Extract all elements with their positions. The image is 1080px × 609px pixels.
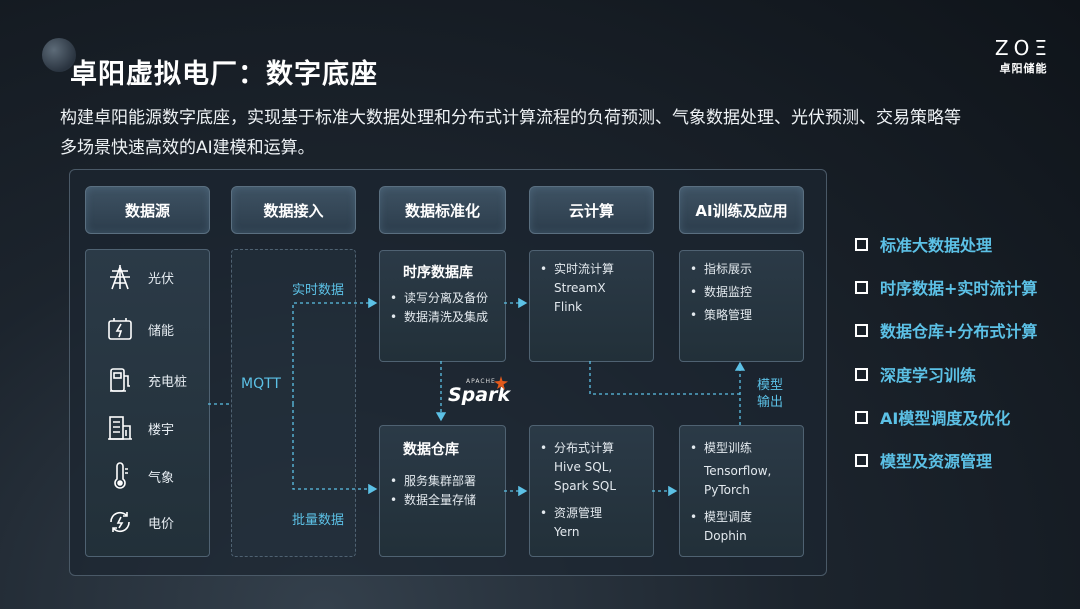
list-subitem: Flink bbox=[554, 300, 583, 314]
list-item: •数据监控 bbox=[690, 285, 753, 299]
source-item-charging: 充电桩 bbox=[106, 366, 187, 394]
list-item: •实时流计算 bbox=[540, 262, 615, 276]
spark-star-icon bbox=[494, 376, 508, 390]
source-label: 气象 bbox=[148, 470, 175, 486]
list-item: •服务集群部署 bbox=[390, 474, 477, 488]
list-item: •数据全量存储 bbox=[390, 493, 477, 507]
realtime-data-label: 实时数据 bbox=[292, 283, 345, 298]
building-icon bbox=[108, 416, 132, 440]
list-item: •分布式计算 bbox=[540, 441, 615, 455]
source-item-weather: 气象 bbox=[106, 462, 174, 490]
brand-name: 卓阳储能 bbox=[999, 62, 1048, 75]
header-standardization: 数据标准化 bbox=[379, 186, 506, 234]
list-item: •策略管理 bbox=[690, 308, 753, 322]
source-label: 电价 bbox=[148, 516, 175, 532]
realtime-line bbox=[292, 297, 378, 404]
source-item-building: 楼宇 bbox=[106, 414, 174, 442]
list-subitem: Tensorflow, bbox=[704, 464, 772, 478]
header-cloud-compute: 云计算 bbox=[529, 186, 654, 234]
source-label: 充电桩 bbox=[148, 374, 188, 390]
checkbox-square-icon bbox=[855, 237, 868, 251]
list-item: •指标展示 bbox=[690, 262, 753, 276]
list-subitem: Yern bbox=[554, 525, 580, 539]
stream-compute-box bbox=[529, 250, 654, 362]
distributed-compute-box bbox=[529, 425, 654, 557]
list-subitem: Hive SQL, bbox=[554, 460, 613, 474]
ai-application-box bbox=[679, 250, 804, 362]
logo-circle bbox=[42, 38, 76, 72]
source-label: 储能 bbox=[148, 323, 175, 339]
list-item: •读写分离及备份 bbox=[390, 291, 489, 305]
batch-data-label: 批量数据 bbox=[292, 513, 345, 528]
ai-training-list: •模型训练 Tensorflow, PyTorch •模型调度 Dophin bbox=[690, 439, 771, 546]
description-line-1: 构建卓阳能源数字底座，实现基于标准大数据处理和分布式计算流程的负荷预测、气象数据… bbox=[60, 108, 961, 128]
description-line-2: 多场景快速高效的AI建模和运算。 bbox=[60, 138, 315, 158]
model-output-label: 模型 输出 bbox=[757, 378, 784, 410]
source-item-solar: 光伏 bbox=[106, 263, 174, 291]
thermometer-icon bbox=[114, 462, 128, 489]
feature-item: 标准大数据处理 bbox=[855, 232, 992, 256]
header-ai-training: AI训练及应用 bbox=[679, 186, 804, 234]
ai-training-box bbox=[679, 425, 804, 557]
header-data-source: 数据源 bbox=[85, 186, 210, 234]
feature-item: 数据仓库+分布式计算 bbox=[855, 318, 1037, 342]
source-item-price: 电价 bbox=[106, 508, 174, 536]
batch-line bbox=[292, 404, 378, 495]
mqtt-label: MQTT bbox=[241, 376, 281, 392]
page-title: 卓阳虚拟电厂：数字底座 bbox=[70, 59, 378, 90]
timeseries-db-box bbox=[379, 250, 506, 362]
data-warehouse-box bbox=[379, 425, 506, 557]
list-subitem: PyTorch bbox=[704, 483, 750, 497]
brand-mark: ZOΞ bbox=[994, 36, 1052, 60]
solar-tower-icon bbox=[110, 265, 130, 290]
feature-item: 时序数据+实时流计算 bbox=[855, 275, 1037, 299]
checkbox-square-icon bbox=[855, 323, 868, 337]
charging-pile-icon bbox=[110, 368, 130, 392]
distributed-compute-list: •分布式计算 Hive SQL, Spark SQL •资源管理 Yern bbox=[540, 439, 616, 542]
stream-to-output-line bbox=[589, 361, 740, 395]
description: 构建卓阳能源数字底座，实现基于标准大数据处理和分布式计算流程的负荷预测、气象数据… bbox=[60, 103, 1040, 163]
source-label: 光伏 bbox=[148, 271, 175, 287]
list-item: •资源管理 bbox=[540, 506, 603, 520]
ai-application-list: •指标展示 •数据监控 •策略管理 bbox=[690, 258, 752, 327]
list-subitem: StreamX bbox=[554, 281, 606, 295]
timeseries-db-title: 时序数据库 bbox=[403, 265, 473, 281]
checkbox-square-icon bbox=[855, 453, 868, 467]
feature-item: 模型及资源管理 bbox=[855, 448, 992, 472]
price-cycle-icon bbox=[110, 511, 130, 533]
list-item: •模型调度 bbox=[690, 510, 753, 524]
feature-item: AI模型调度及优化 bbox=[855, 405, 1010, 429]
timeseries-db-list: •读写分离及备份 •数据清洗及集成 bbox=[390, 289, 488, 327]
spark-logo: APACHE Spark bbox=[448, 376, 511, 406]
stream-compute-list: •实时流计算 StreamX Flink bbox=[540, 260, 614, 317]
data-source-box bbox=[85, 249, 210, 557]
header-data-access: 数据接入 bbox=[231, 186, 356, 234]
checkbox-square-icon bbox=[855, 280, 868, 294]
feature-item: 深度学习训练 bbox=[855, 362, 976, 386]
source-label: 楼宇 bbox=[148, 422, 175, 438]
battery-icon bbox=[108, 318, 132, 340]
data-warehouse-title: 数据仓库 bbox=[403, 442, 459, 458]
list-subitem: Dophin bbox=[704, 529, 747, 543]
checkbox-square-icon bbox=[855, 367, 868, 381]
list-subitem: Spark SQL bbox=[554, 479, 617, 493]
list-item: •模型训练 bbox=[690, 441, 753, 455]
source-item-storage: 储能 bbox=[106, 315, 174, 343]
list-item: •数据清洗及集成 bbox=[390, 310, 489, 324]
brand-logo: ZOΞ 卓阳储能 bbox=[995, 36, 1052, 76]
checkbox-square-icon bbox=[855, 410, 868, 424]
data-warehouse-list: •服务集群部署 •数据全量存储 bbox=[390, 472, 476, 510]
